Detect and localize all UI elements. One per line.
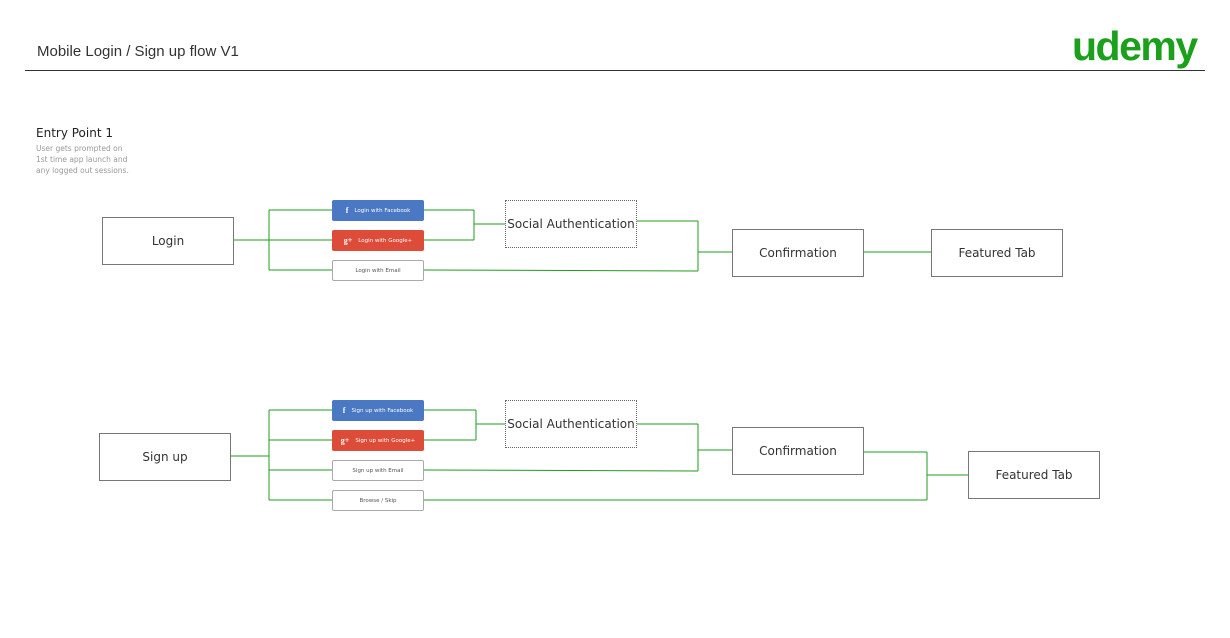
- signup-email-label: Sign up with Email: [352, 467, 404, 474]
- signup-node: Sign up: [99, 433, 231, 481]
- connector-signup-to-confirmation: [423, 423, 732, 472]
- connector-login-social-merge: [424, 209, 505, 241]
- udemy-logo: udemy: [1072, 23, 1198, 69]
- signup-google-label: Sign up with Google+: [355, 437, 416, 444]
- browse-skip-label: Browse / Skip: [359, 497, 397, 504]
- signup-featured-tab-node: Featured Tab: [968, 451, 1100, 499]
- login-featured-tab-node: Featured Tab: [931, 229, 1063, 277]
- facebook-icon: f: [342, 406, 346, 415]
- login-email-button[interactable]: Login with Email: [332, 260, 424, 281]
- login-facebook-button[interactable]: f Login with Facebook: [332, 200, 424, 221]
- header-divider: [25, 70, 1205, 71]
- entry-point-description: User gets prompted on 1st time app launc…: [36, 144, 129, 175]
- signup-confirmation-node: Confirmation: [732, 427, 864, 475]
- signup-facebook-button[interactable]: f Sign up with Facebook: [332, 400, 424, 421]
- connector-login-to-confirmation: [423, 220, 732, 272]
- connector-signup-social-merge: [424, 409, 505, 441]
- login-social-auth-node: Social Authentication: [505, 200, 637, 248]
- browse-skip-button[interactable]: Browse / Skip: [332, 490, 424, 511]
- google-plus-icon: g+: [340, 436, 350, 445]
- signup-google-button[interactable]: g+ Sign up with Google+: [332, 430, 424, 451]
- page-title: Mobile Login / Sign up flow V1: [37, 43, 239, 60]
- login-google-label: Login with Google+: [358, 237, 413, 244]
- login-email-label: Login with Email: [355, 267, 401, 274]
- signup-facebook-label: Sign up with Facebook: [351, 407, 414, 414]
- connector-signup-branches: [231, 409, 332, 501]
- facebook-icon: f: [345, 206, 349, 215]
- login-facebook-label: Login with Facebook: [354, 207, 411, 214]
- signup-social-auth-node: Social Authentication: [505, 400, 637, 448]
- login-google-button[interactable]: g+ Login with Google+: [332, 230, 424, 251]
- entry-point-title: Entry Point 1: [36, 126, 113, 140]
- connector-signup-to-featured: [424, 451, 968, 501]
- login-confirmation-node: Confirmation: [732, 229, 864, 277]
- connector-login-branches: [233, 209, 332, 271]
- google-plus-icon: g+: [343, 236, 353, 245]
- signup-email-button[interactable]: Sign up with Email: [332, 460, 424, 481]
- login-node: Login: [102, 217, 234, 265]
